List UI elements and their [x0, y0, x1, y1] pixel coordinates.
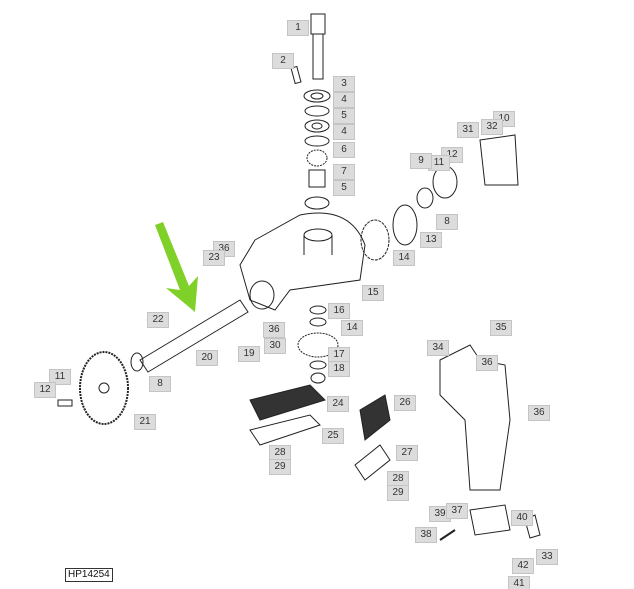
callout-38[interactable]: 38 — [415, 527, 437, 543]
green-arrow-indicator — [155, 222, 198, 312]
callout-4[interactable]: 4 — [333, 124, 355, 140]
callout-7[interactable]: 7 — [333, 164, 355, 180]
callout-29[interactable]: 29 — [269, 459, 291, 475]
callout-33[interactable]: 33 — [536, 549, 558, 565]
callout-3[interactable]: 3 — [333, 76, 355, 92]
sprocket — [79, 351, 129, 425]
callout-30[interactable]: 30 — [264, 338, 286, 354]
figure-id: HP14254 — [65, 568, 113, 582]
bevel-gear — [360, 219, 390, 261]
callout-12[interactable]: 12 — [34, 382, 56, 398]
callout-36[interactable]: 36 — [476, 355, 498, 371]
callout-18[interactable]: 18 — [328, 361, 350, 377]
callout-29[interactable]: 29 — [387, 485, 409, 501]
callout-36[interactable]: 36 — [528, 405, 550, 421]
bearing-washer-stack — [303, 89, 331, 210]
callout-36[interactable]: 36 — [263, 322, 285, 338]
pinion-gear — [297, 332, 339, 358]
shield — [479, 134, 519, 186]
callout-4[interactable]: 4 — [333, 92, 355, 108]
callout-22[interactable]: 22 — [147, 312, 169, 328]
gearbox-housing — [239, 212, 366, 311]
callout-35[interactable]: 35 — [490, 320, 512, 336]
callout-8[interactable]: 8 — [149, 376, 171, 392]
drive-shaft — [139, 299, 249, 373]
callout-34[interactable]: 34 — [427, 340, 449, 356]
discharge-chute — [439, 344, 511, 491]
callout-6[interactable]: 6 — [333, 142, 355, 158]
callout-8[interactable]: 8 — [436, 214, 458, 230]
filter-pad — [249, 384, 326, 421]
callout-16[interactable]: 16 — [328, 303, 350, 319]
callout-19[interactable]: 19 — [238, 346, 260, 362]
callout-1[interactable]: 1 — [287, 20, 309, 36]
callout-23[interactable]: 23 — [203, 250, 225, 266]
callout-27[interactable]: 27 — [396, 445, 418, 461]
callout-2[interactable]: 2 — [272, 53, 294, 69]
pin — [290, 65, 302, 85]
callout-13[interactable]: 13 — [420, 232, 442, 248]
callout-11[interactable]: 11 — [49, 369, 71, 385]
callout-32[interactable]: 32 — [481, 119, 503, 135]
callout-5[interactable]: 5 — [333, 180, 355, 196]
callout-41[interactable]: 41 — [508, 576, 530, 589]
callout-20[interactable]: 20 — [196, 350, 218, 366]
callout-5[interactable]: 5 — [333, 108, 355, 124]
callout-25[interactable]: 25 — [322, 428, 344, 444]
input-shaft — [310, 13, 326, 80]
cover-plate — [249, 414, 321, 446]
callout-37[interactable]: 37 — [446, 503, 468, 519]
callout-14[interactable]: 14 — [393, 250, 415, 266]
callout-42[interactable]: 42 — [512, 558, 534, 574]
callout-21[interactable]: 21 — [134, 414, 156, 430]
callout-26[interactable]: 26 — [394, 395, 416, 411]
callout-40[interactable]: 40 — [511, 510, 533, 526]
callout-9[interactable]: 9 — [410, 153, 432, 169]
callout-14[interactable]: 14 — [341, 320, 363, 336]
bolt — [57, 399, 73, 407]
callout-24[interactable]: 24 — [327, 396, 349, 412]
callout-15[interactable]: 15 — [362, 285, 384, 301]
callout-31[interactable]: 31 — [457, 122, 479, 138]
